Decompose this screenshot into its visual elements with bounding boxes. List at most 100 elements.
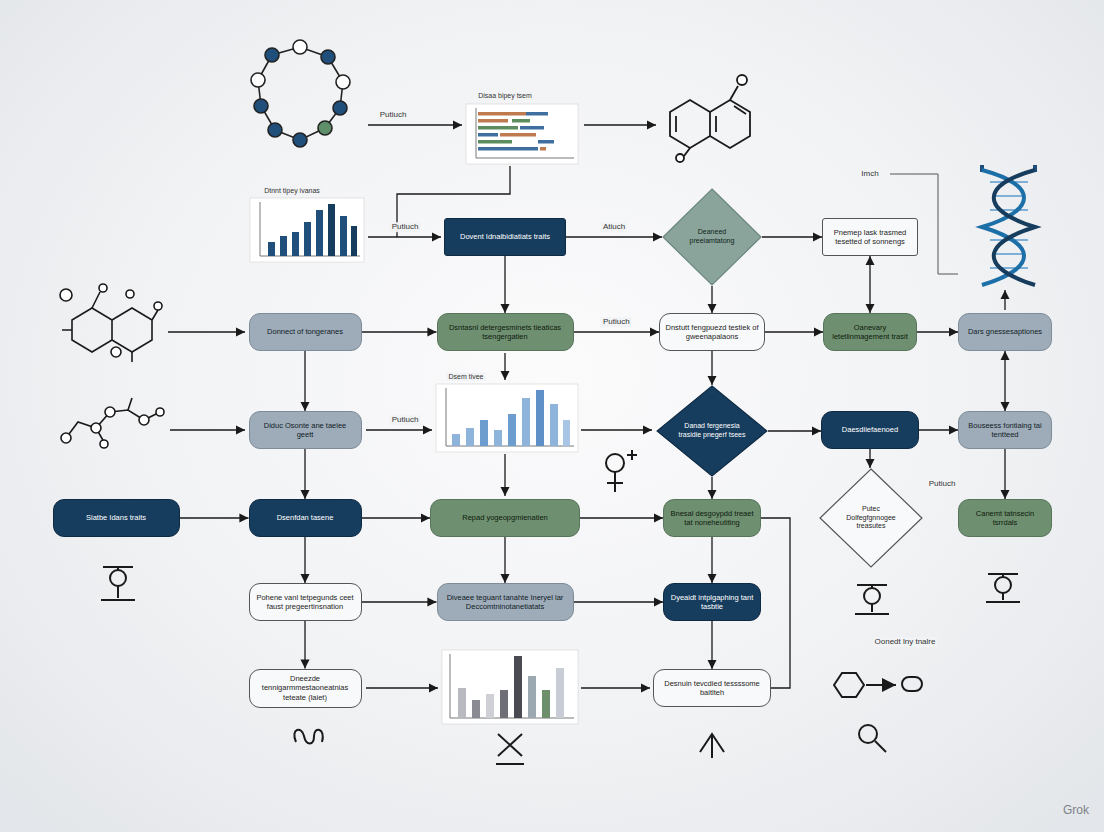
connector-arrow <box>1004 351 1005 411</box>
symbol <box>855 585 889 614</box>
dna-helix <box>994 170 1035 285</box>
decision-diamond: Danad fergenesia trasidie pnegerf tsees <box>656 385 768 477</box>
connector-arrow <box>761 518 790 688</box>
node-text: Danad fergenesia trasidie pnegerf tsees <box>679 422 746 440</box>
bar-chart <box>542 690 550 718</box>
annotation-label: Imch <box>859 169 880 179</box>
annotation-label: Putiuch <box>378 110 409 120</box>
bar-chart <box>550 404 558 446</box>
bar-chart <box>480 420 488 446</box>
bar-chart <box>520 126 544 130</box>
ring-molecule <box>321 50 335 64</box>
molecule-structure <box>676 154 684 162</box>
connector-arrow <box>869 449 870 468</box>
bar-chart <box>514 656 522 718</box>
ring-molecule <box>265 48 279 62</box>
process-box: Oanevary letetlinmagement trasit <box>823 313 917 351</box>
molecule-structure <box>737 75 747 85</box>
connector-arrow <box>762 236 822 237</box>
bar-chart <box>500 133 536 137</box>
molecule-structure <box>126 290 134 298</box>
annotation-label: Disaa bipey tsem <box>476 92 534 100</box>
bar-chart <box>472 700 480 718</box>
node-text: Dneezde tennigarmmestaoneatnias teteate … <box>255 674 356 702</box>
dna-helix <box>982 165 1035 285</box>
bar-chart <box>536 390 544 446</box>
connector-arrow <box>768 430 821 431</box>
symbol <box>859 725 877 743</box>
bar-chart <box>458 688 466 718</box>
flow-arrow <box>581 687 650 688</box>
connector-arrow <box>1004 449 1005 499</box>
annotation-label: Oonedt lny tnalre <box>873 637 938 647</box>
connector-arrow <box>765 331 823 332</box>
flow-arrow <box>168 125 1005 688</box>
molecule-structure <box>96 398 132 442</box>
node-text: Daesdiiefaenoed <box>827 425 913 434</box>
bar-chart <box>466 104 578 164</box>
node-text: Siatbe Idans traits <box>59 513 174 522</box>
bar-chart <box>563 420 570 446</box>
flow-arrow <box>504 454 505 496</box>
bar-chart <box>452 434 460 446</box>
bar-chart <box>351 226 357 256</box>
flow-arrow <box>581 429 652 430</box>
process-box: Canemt tatnsecin tsrrdals <box>958 499 1052 537</box>
molecule-structure <box>730 86 738 100</box>
ring-molecule <box>293 40 307 54</box>
process-box: Desnuin tevcdied tessssome baitlteh <box>653 669 771 707</box>
bar-chart <box>540 147 546 151</box>
symbol <box>834 673 864 697</box>
bar-chart <box>268 242 275 256</box>
molecule-structure <box>670 75 750 162</box>
molecule-structure <box>91 423 101 433</box>
node-text: Dovent Idnaibidiatiats traits <box>450 232 560 241</box>
connector-arrow <box>711 621 712 669</box>
bar-chart <box>512 119 530 123</box>
node-text: Dnstutt fengpuezd testiek of gweenapalao… <box>665 323 759 342</box>
node-text: Diduc Osonte ane taelee geett <box>255 421 356 440</box>
connector-arrow <box>580 517 663 518</box>
flow-arrow <box>1004 290 1005 310</box>
process-box: Dovent Idnaibidiatiats traits <box>444 218 566 256</box>
process-box: Donnect of tongeranes <box>249 313 362 351</box>
bar-chart <box>478 126 518 130</box>
watermark: Grok <box>1061 803 1091 817</box>
node-text: Canemt tatnsecin tsrrdals <box>964 509 1046 528</box>
ring-molecule <box>251 73 265 87</box>
molecule-structure <box>100 440 108 448</box>
connector-arrow <box>304 449 305 499</box>
decision-diamond: Deaneed preeiamtatong <box>662 188 762 286</box>
molecule-structure <box>684 148 690 156</box>
bar-chart <box>304 222 311 256</box>
diamond-shape <box>820 469 922 567</box>
node-text: Desnuin tevcdied tessssome baitlteh <box>659 679 765 698</box>
process-box: Dnstutt fengpuezd testiek of gweenapalao… <box>659 313 765 351</box>
bar-chart <box>436 384 578 452</box>
molecule-structure <box>156 408 164 416</box>
bar-chart <box>526 112 548 116</box>
flow-arrow <box>168 331 245 332</box>
bar-chart <box>556 668 564 718</box>
node-text: Bnesal desgoypdd treaet tat noneheutitin… <box>669 509 755 528</box>
process-box: Dyeaidt intplgaphing tant tasbtie <box>663 583 761 621</box>
edge-label: Atiuch <box>601 222 627 232</box>
molecule-structure <box>154 302 162 310</box>
molecule-structure <box>139 415 149 425</box>
node-text: Dyeaidt intplgaphing tant tasbtie <box>669 593 755 612</box>
bar-chart <box>280 236 287 256</box>
connector-arrow <box>869 256 870 313</box>
edge-label: Putiuch <box>601 317 632 327</box>
diamond-shape <box>663 189 761 285</box>
ring-molecule <box>258 47 343 140</box>
symbol <box>607 450 637 492</box>
connector-arrow <box>504 537 505 583</box>
connector-arrow <box>304 537 305 583</box>
process-box: Dsenfdan tasene <box>249 499 362 537</box>
annotation-label: Putiuch <box>390 415 421 425</box>
process-box: Pnemep lask trasmed tesetted of sonnengs <box>822 218 918 256</box>
connector-arrow <box>504 256 505 313</box>
